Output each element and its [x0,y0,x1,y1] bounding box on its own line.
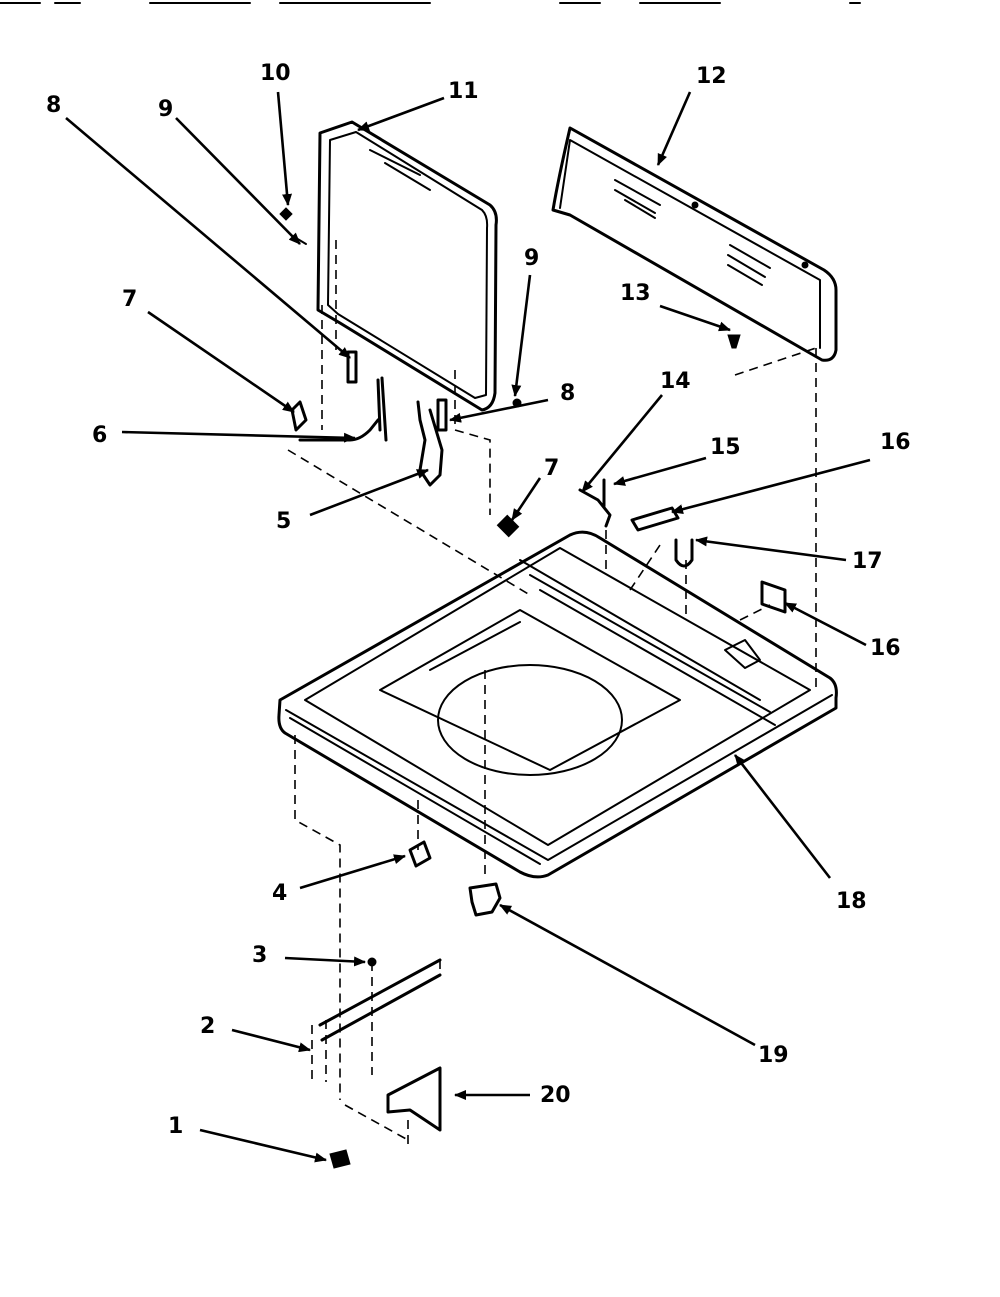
part-8b-bracket [436,398,448,432]
callout-15: 15 [710,435,741,460]
callout-1: 1 [168,1114,183,1139]
callouts: 1 2 3 4 5 6 7 7 8 8 9 9 10 11 12 13 14 1… [46,61,911,1139]
callout-20: 20 [540,1083,571,1108]
callout-8b: 8 [560,381,575,406]
callout-9a: 9 [158,97,173,122]
callout-3: 3 [252,943,267,968]
callout-9b: 9 [524,246,539,271]
part-10-marker [279,207,293,221]
part-8a-bracket [346,350,358,384]
part-7b-block [496,514,520,538]
part-20-bracket [386,1066,442,1132]
part-6-rod [298,376,388,442]
callout-17: 17 [852,549,883,574]
leader-lines [65,91,871,1163]
callout-12: 12 [696,64,727,89]
part-16b-bracket [760,580,787,614]
callout-11: 11 [448,79,479,104]
callout-8a: 8 [46,93,61,118]
part-4-clip [408,840,432,868]
callout-7a: 7 [122,287,137,312]
part-1-foot [329,1149,351,1169]
part-5-rod [416,400,444,487]
callout-6: 6 [92,423,107,448]
callout-14: 14 [660,369,691,394]
callout-16b: 16 [870,636,901,661]
callout-7b: 7 [544,456,559,481]
part-17-clip [674,538,694,568]
callout-4: 4 [272,881,287,906]
top-cover-part-18 [277,530,838,879]
panel-part-12 [551,126,838,362]
part-2-strip [318,958,442,1042]
part-19-foot [468,882,502,917]
assembly-lines [287,240,817,1145]
part-7a-clip [290,400,308,432]
part-16a-plate [630,506,680,532]
callout-5: 5 [276,509,291,534]
callout-13: 13 [620,281,651,306]
lid-frame-part-11 [316,120,498,412]
callout-19: 19 [758,1043,789,1068]
callout-10: 10 [260,61,291,86]
callout-18: 18 [836,889,867,914]
callout-2: 2 [200,1014,215,1039]
callout-16a: 16 [880,430,911,455]
part-13-screw [727,334,741,349]
